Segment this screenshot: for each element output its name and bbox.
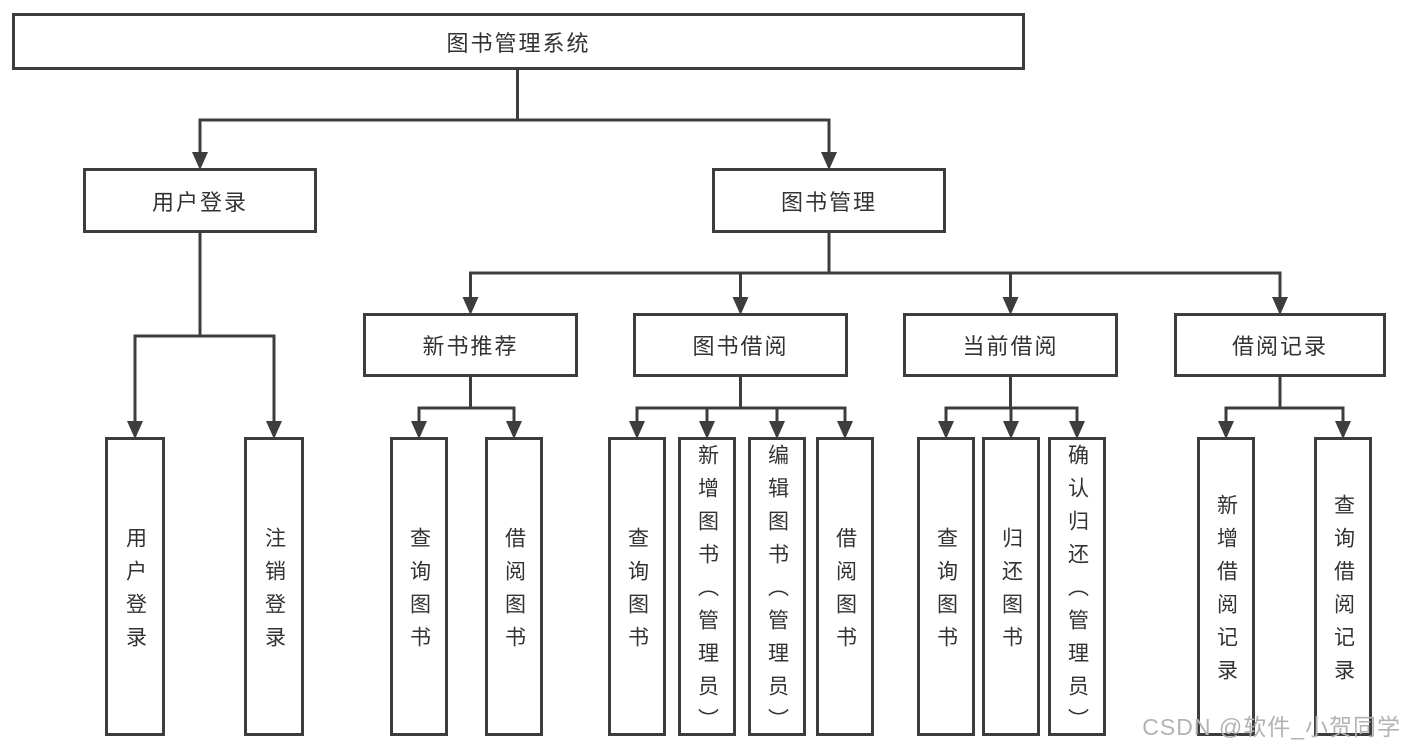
- node-user-login-label: 用户登录: [151, 189, 248, 215]
- leaf-confirm-return-admin-label: 确认归还（管理员）: [1065, 444, 1089, 741]
- node-library-system: 图书管理系统: [12, 13, 1025, 70]
- node-book-management-label: 图书管理: [780, 189, 877, 215]
- leaf-query-books-recommend-label: 查询图书: [407, 526, 431, 659]
- leaf-return-books: 归还图书: [982, 437, 1040, 736]
- leaf-query-books-borrowing: 查询图书: [608, 437, 666, 736]
- leaf-query-books-borrowing-label: 查询图书: [625, 526, 649, 659]
- arrowhead-icons: [127, 152, 1351, 439]
- leaf-borrow-books-label: 借阅图书: [833, 526, 857, 659]
- node-borrowing-records-label: 借阅记录: [1231, 334, 1328, 359]
- leaf-user-login-label: 用户登录: [123, 526, 147, 659]
- leaf-borrow-books-recommend: 借阅图书: [485, 437, 543, 736]
- node-book-borrowing-label: 图书借阅: [692, 334, 789, 359]
- leaf-query-books-current-label: 查询图书: [934, 526, 958, 659]
- leaf-logout: 注销登录: [244, 437, 304, 736]
- leaf-add-borrow-record: 新增借阅记录: [1197, 437, 1255, 736]
- leaf-confirm-return-admin: 确认归还（管理员）: [1048, 437, 1106, 741]
- leaf-query-borrow-record-label: 查询借阅记录: [1331, 493, 1355, 692]
- leaf-add-book-admin-label: 新增图书（管理员）: [695, 444, 719, 741]
- leaf-logout-label: 注销登录: [262, 526, 286, 659]
- leaf-user-login: 用户登录: [105, 437, 165, 736]
- leaf-borrow-books: 借阅图书: [816, 437, 874, 736]
- leaf-return-books-label: 归还图书: [999, 526, 1023, 659]
- leaf-add-borrow-record-label: 新增借阅记录: [1214, 493, 1238, 692]
- leaf-add-book-admin: 新增图书（管理员）: [678, 437, 736, 741]
- node-new-book-recommendation-label: 新书推荐: [422, 334, 519, 359]
- leaf-query-books-recommend: 查询图书: [390, 437, 448, 736]
- node-book-management: 图书管理: [712, 168, 946, 233]
- node-borrowing-records: 借阅记录: [1174, 313, 1386, 377]
- leaf-edit-book-admin-label: 编辑图书（管理员）: [765, 444, 789, 741]
- node-new-book-recommendation: 新书推荐: [363, 313, 578, 377]
- leaf-query-borrow-record: 查询借阅记录: [1314, 437, 1372, 736]
- node-library-system-label: 图书管理系统: [446, 30, 591, 56]
- leaf-edit-book-admin: 编辑图书（管理员）: [748, 437, 806, 741]
- leaf-query-books-current: 查询图书: [917, 437, 975, 736]
- node-user-login: 用户登录: [83, 168, 317, 233]
- node-current-borrowing: 当前借阅: [903, 313, 1118, 377]
- leaf-borrow-books-recommend-label: 借阅图书: [502, 526, 526, 659]
- watermark: CSDN @软件_小贺同学: [1142, 714, 1401, 740]
- node-book-borrowing: 图书借阅: [633, 313, 848, 377]
- node-current-borrowing-label: 当前借阅: [962, 334, 1059, 359]
